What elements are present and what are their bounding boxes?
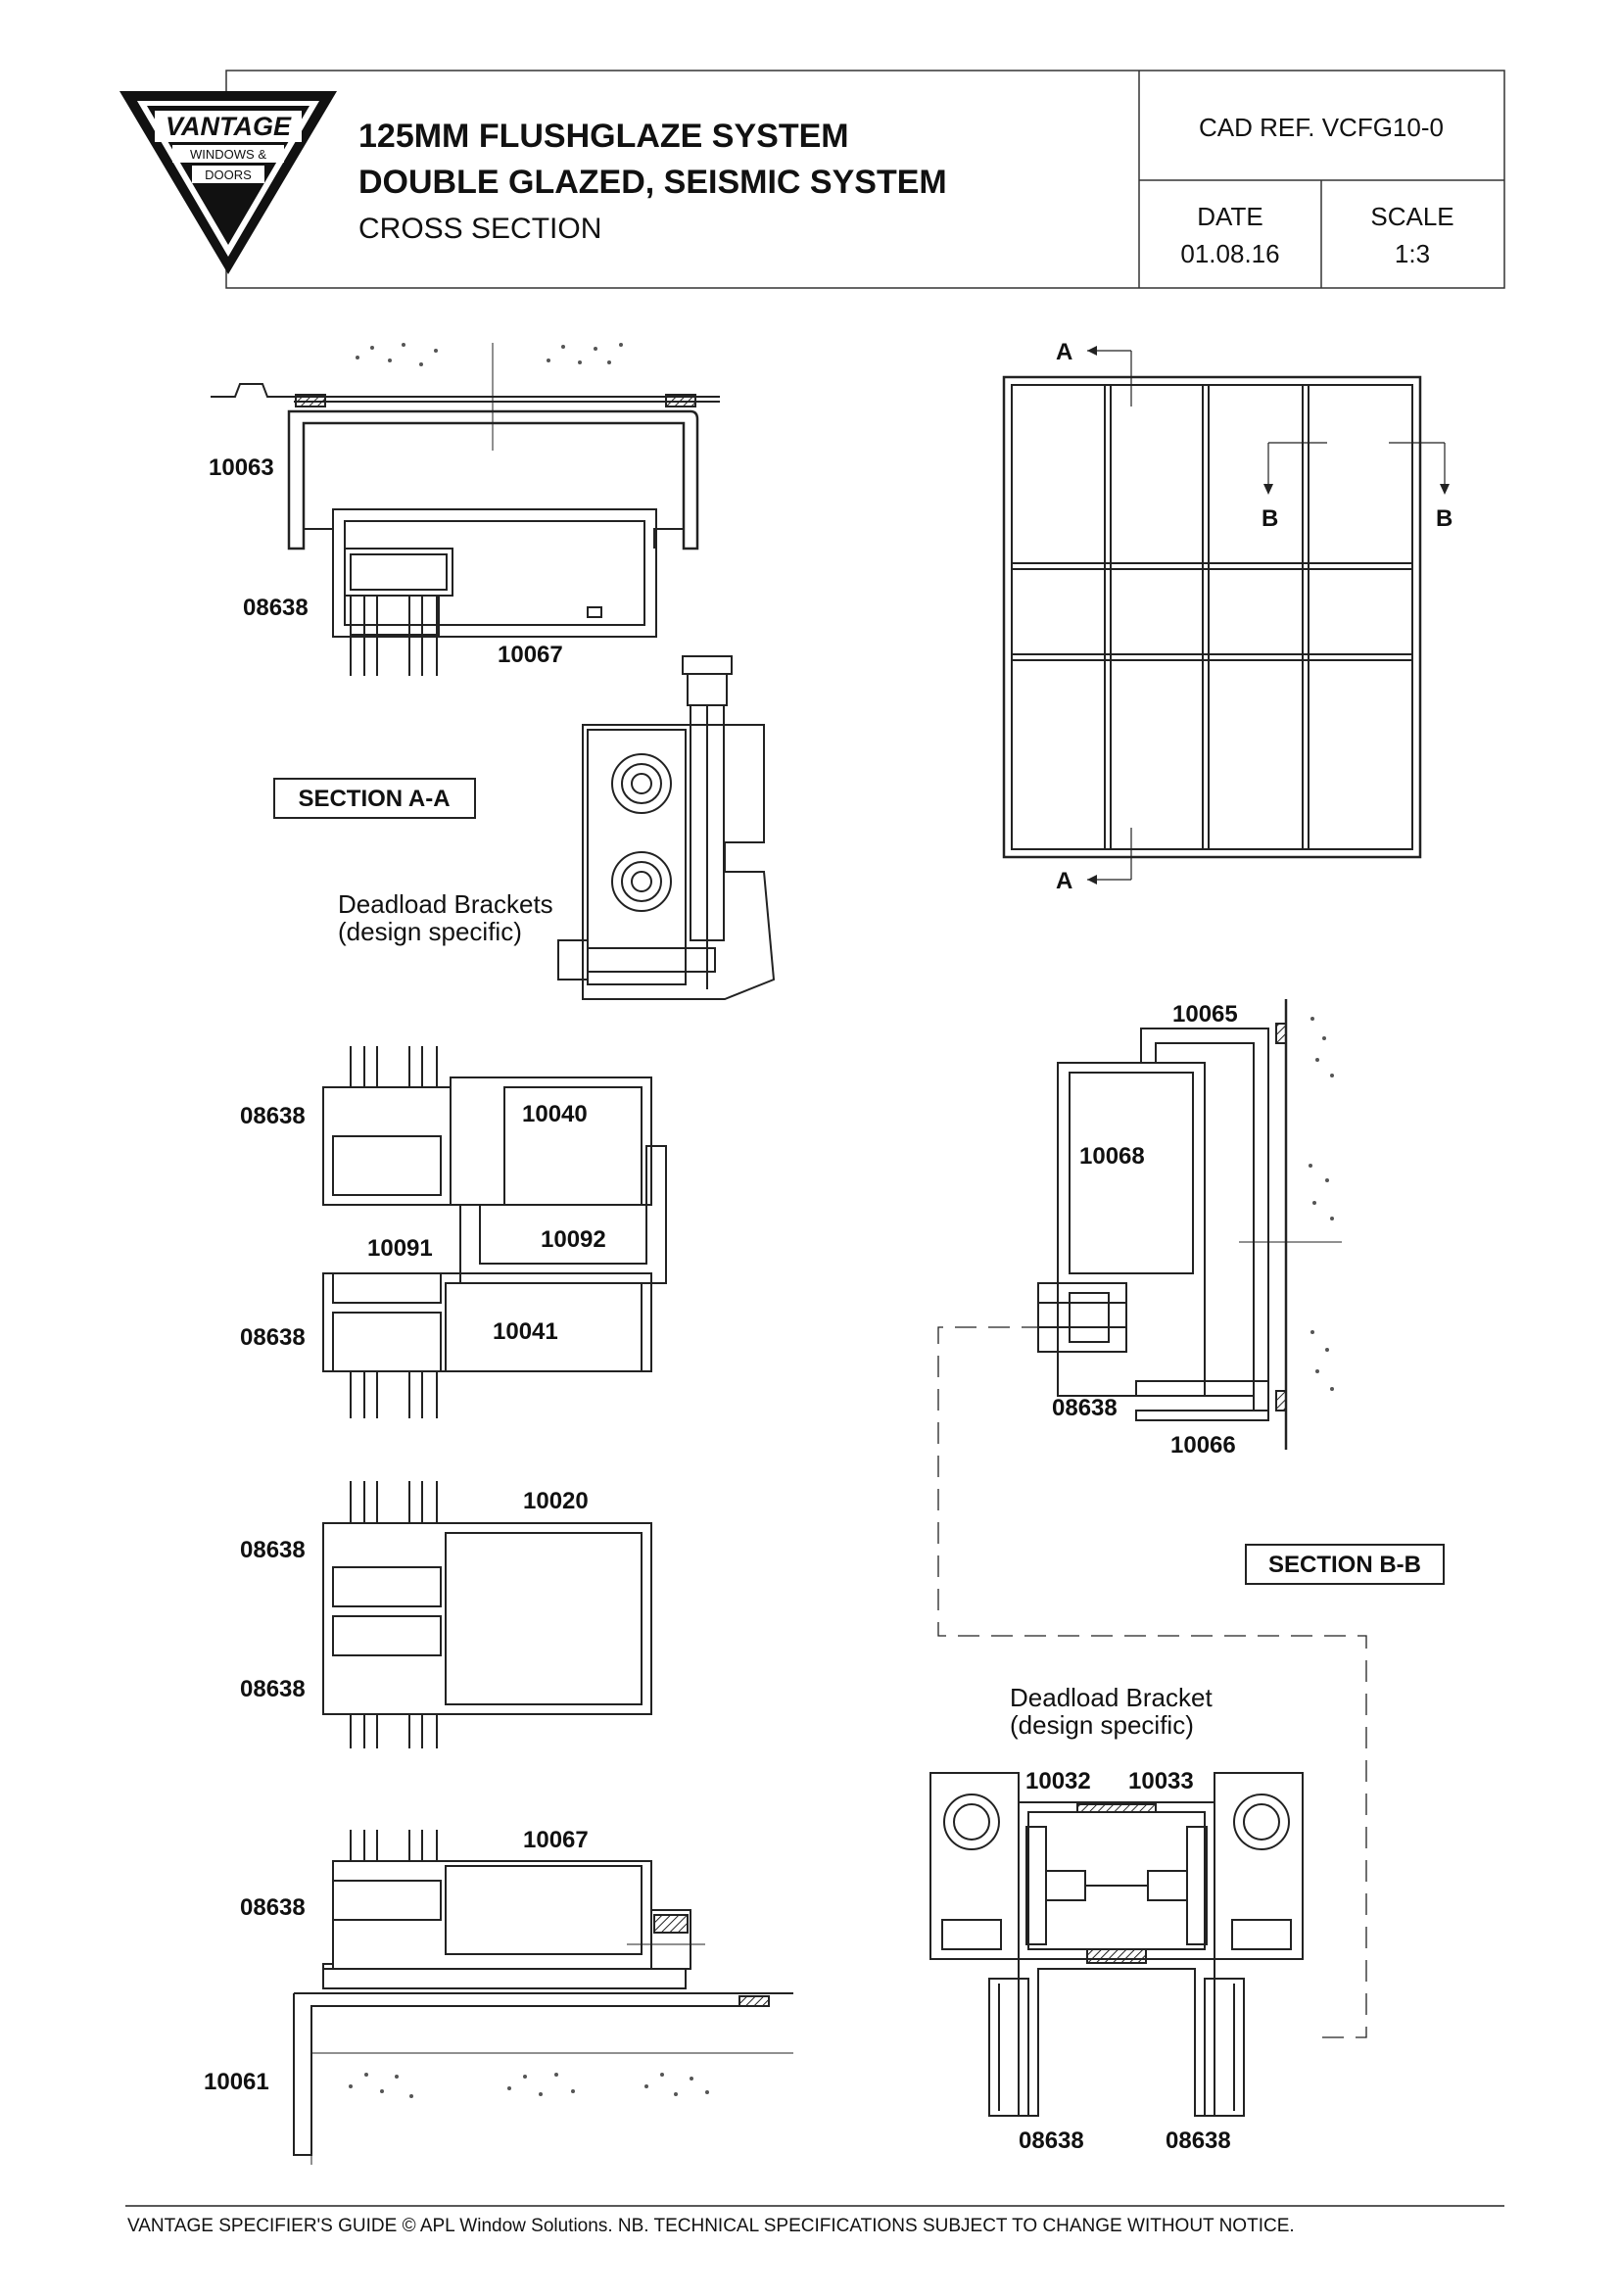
label-08638-transom-top: 08638 (240, 1103, 306, 1129)
label-08638-transom-bottom: 08638 (240, 1324, 306, 1351)
label-10067-head: 10067 (498, 642, 563, 668)
section-arrows (1087, 346, 1450, 885)
section-aa-label: SECTION A-A (298, 786, 450, 812)
cad-ref: CAD REF. VCFG10-0 (1199, 113, 1444, 142)
section-aa-tag: SECTION A-A (273, 778, 476, 819)
sill-detail (293, 1830, 793, 2165)
footer-text: VANTAGE SPECIFIER'S GUIDE © APL Window S… (127, 2216, 1295, 2236)
jamb-detail (937, 999, 1367, 2038)
label-10061: 10061 (204, 2069, 269, 2095)
section-bb-label: SECTION B-B (1268, 1552, 1421, 1578)
label-10066: 10066 (1170, 1432, 1236, 1459)
deadload-bracket-note-1: Deadload Bracket (1010, 1683, 1213, 1712)
label-10041: 10041 (493, 1318, 558, 1345)
deadload-brackets-note-1: Deadload Brackets (338, 889, 553, 919)
logo-brand: VANTAGE (166, 112, 292, 141)
label-08638-joint-left: 08638 (1019, 2128, 1084, 2154)
label-10067-sill: 10067 (523, 1827, 589, 1853)
title-line-3: CROSS SECTION (358, 213, 601, 245)
deadload-brackets-detail (557, 655, 776, 1000)
logo-tagline-1: WINDOWS & (190, 147, 266, 162)
label-08638-mid-bottom: 08638 (240, 1676, 306, 1702)
label-10092: 10092 (541, 1226, 606, 1253)
label-10033: 10033 (1128, 1768, 1194, 1794)
label-08638-sill: 08638 (240, 1894, 306, 1921)
head-detail (211, 343, 720, 676)
label-10032: 10032 (1025, 1768, 1091, 1794)
date-value: 01.08.16 (1180, 239, 1279, 268)
label-08638-jamb: 08638 (1052, 1395, 1118, 1421)
concrete-speckle-sill (349, 2073, 709, 2098)
marker-b-right: B (1436, 505, 1452, 532)
deadload-brackets-note-2: (design specific) (338, 917, 522, 946)
marker-b-left: B (1262, 505, 1278, 532)
title-line-1: 125MM FLUSHGLAZE SYSTEM (358, 118, 849, 155)
concrete-speckle-jamb (1309, 1017, 1334, 1391)
logo-tagline-2: DOORS (205, 167, 252, 182)
window-elevation (1002, 350, 1446, 881)
label-10068: 10068 (1079, 1143, 1145, 1170)
label-10063: 10063 (209, 454, 274, 481)
date-label: DATE (1197, 202, 1262, 231)
concrete-speckle (356, 343, 623, 366)
scale-label: SCALE (1370, 202, 1453, 231)
deadload-bracket-detail (929, 1772, 1304, 2117)
deadload-bracket-note-2: (design specific) (1010, 1710, 1194, 1740)
label-10065: 10065 (1172, 1001, 1238, 1028)
scale-value: 1:3 (1395, 239, 1430, 268)
title-line-2: DOUBLE GLAZED, SEISMIC SYSTEM (358, 164, 947, 201)
transom-detail (322, 1046, 667, 1418)
label-10091: 10091 (367, 1235, 433, 1262)
marker-a-bottom: A (1056, 868, 1072, 894)
label-08638-head: 08638 (243, 595, 309, 621)
mid-transom-detail (322, 1481, 652, 1748)
vantage-logo: VANTAGE WINDOWS & DOORS (119, 91, 337, 274)
marker-a-top: A (1056, 339, 1072, 365)
label-10040: 10040 (522, 1101, 588, 1127)
label-08638-mid-top: 08638 (240, 1537, 306, 1563)
label-10020: 10020 (523, 1488, 589, 1514)
section-bb-tag: SECTION B-B (1245, 1544, 1445, 1585)
label-08638-joint-right: 08638 (1166, 2128, 1231, 2154)
